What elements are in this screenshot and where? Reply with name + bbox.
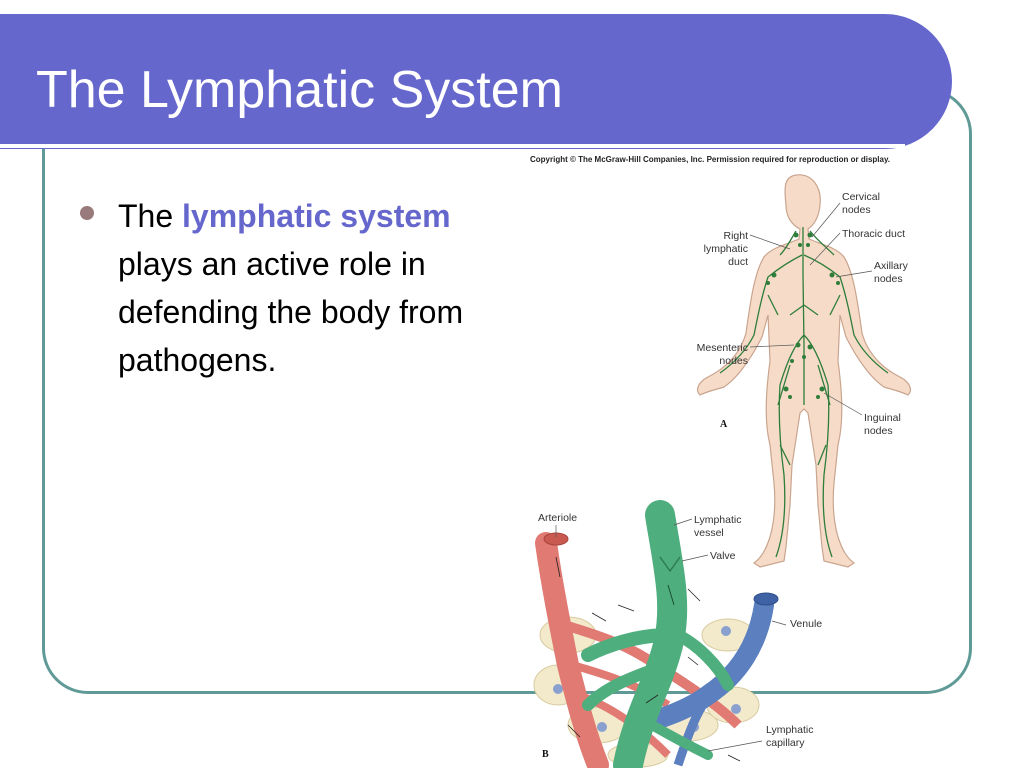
flow-arrows bbox=[555, 556, 741, 762]
label-right-duct-2: lymphatic bbox=[704, 243, 748, 255]
label-inguinal-2: nodes bbox=[864, 425, 893, 437]
label-venule: Venule bbox=[790, 618, 822, 630]
label-valve: Valve bbox=[710, 550, 736, 562]
slide-title: The Lymphatic System bbox=[36, 61, 563, 119]
venule-vessel bbox=[628, 592, 779, 767]
label-mesenteric-2: nodes bbox=[719, 355, 748, 367]
label-arteriole: Arteriole bbox=[538, 512, 577, 524]
title-band: The Lymphatic System bbox=[0, 14, 952, 149]
label-right-duct-1: Right bbox=[723, 230, 748, 242]
lymph-nodes bbox=[766, 232, 840, 399]
label-mesenteric-1: Mesenteric bbox=[697, 342, 748, 354]
title-rule bbox=[0, 144, 905, 148]
label-cervical-1: Cervical bbox=[842, 191, 880, 203]
label-axillary-2: nodes bbox=[874, 273, 903, 285]
bullet-dot-icon bbox=[80, 206, 94, 220]
label-thoracic: Thoracic duct bbox=[842, 228, 905, 240]
label-cervical-2: nodes bbox=[842, 204, 871, 216]
lymphatic-figure: Cervical nodes Thoracic duct Right lymph… bbox=[528, 165, 928, 768]
figure-copyright: Copyright © The McGraw-Hill Companies, I… bbox=[530, 155, 891, 164]
lymph-vessels bbox=[719, 227, 889, 558]
label-lymph-capillary-1: Lymphatic bbox=[766, 724, 813, 736]
panel-b-letter: B bbox=[542, 749, 549, 760]
bullet-text-post: plays an active role in defending the bo… bbox=[118, 246, 464, 378]
leader-lines-b bbox=[555, 518, 787, 752]
label-lymph-vessel-1: Lymphatic bbox=[694, 514, 741, 526]
lymphatic-illustration: Cervical nodes Thoracic duct Right lymph… bbox=[533, 174, 912, 768]
label-lymph-vessel-2: vessel bbox=[694, 527, 724, 539]
bullet-keyword: lymphatic system bbox=[182, 198, 451, 234]
lymphatic-vessel bbox=[581, 500, 734, 768]
panel-a-letter: A bbox=[720, 419, 728, 430]
label-inguinal-1: Inguinal bbox=[864, 412, 901, 424]
bullet-text: The lymphatic system plays an active rol… bbox=[118, 192, 488, 384]
label-lymph-capillary-2: capillary bbox=[766, 737, 805, 749]
label-right-duct-3: duct bbox=[728, 256, 748, 268]
bullet-text-pre: The bbox=[118, 198, 183, 234]
label-axillary-1: Axillary bbox=[874, 260, 909, 272]
leader-lines-a bbox=[749, 202, 873, 416]
